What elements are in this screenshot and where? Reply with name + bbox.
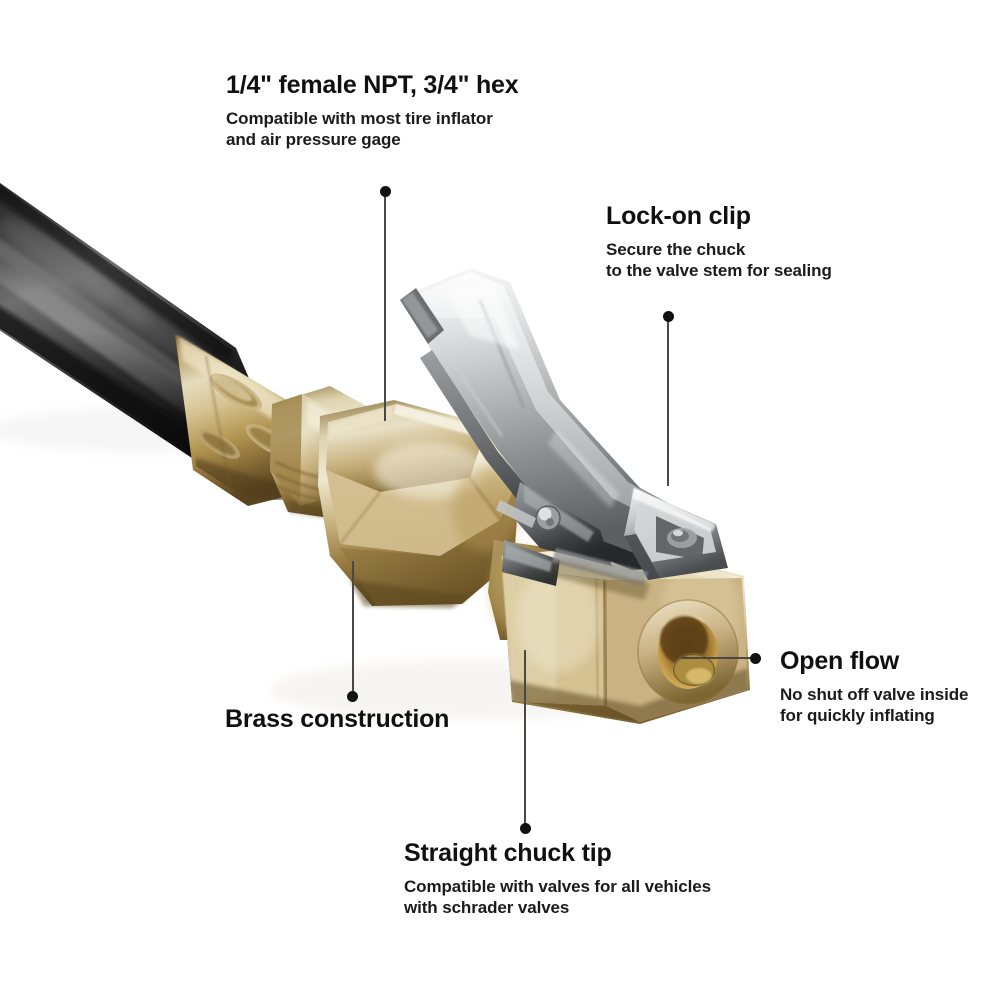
leader-dot-brass-construction [347,691,358,702]
callout-subtitle-npt-fitting: Compatible with most tire inflator and a… [226,108,493,150]
leader-line-npt-fitting [384,191,386,421]
leader-dot-npt-fitting [380,186,391,197]
callout-subtitle-open-flow: No shut off valve inside for quickly inf… [780,684,969,726]
chuck-head-group [502,543,750,724]
callout-open-flow: Open flow No shut off valve inside for q… [780,647,969,727]
leader-line-open-flow [681,657,755,659]
callout-brass-construction: Brass construction [225,705,450,734]
leader-dot-straight-chuck-tip [520,823,531,834]
callout-title-npt-fitting: 1/4" female NPT, 3/4" hex [226,71,519,99]
hex-body-group [318,400,560,640]
callout-title-lock-on-clip: Lock-on clip [606,202,751,230]
callout-npt-fitting: 1/4" female NPT, 3/4" hex Compatible wit… [226,71,519,151]
callout-subtitle-straight-chuck-tip: Compatible with valves for all vehicles … [404,876,711,918]
callout-title-brass-construction: Brass construction [225,705,450,733]
callout-title-open-flow: Open flow [780,647,900,675]
leader-dot-lock-on-clip [663,311,674,322]
clamp-jaw [624,488,728,580]
callout-title-straight-chuck-tip: Straight chuck tip [404,839,612,867]
rivet-pivot [535,505,561,531]
callout-lock-on-clip: Lock-on clip Secure the chuck to the val… [606,202,832,282]
lock-on-clip-group [400,268,728,600]
leader-line-brass-construction [352,561,354,697]
callout-straight-chuck-tip: Straight chuck tip Compatible with valve… [404,839,711,919]
leader-dot-open-flow [750,653,761,664]
leader-line-straight-chuck-tip [524,650,526,828]
callout-subtitle-lock-on-clip: Secure the chuck to the valve stem for s… [606,239,832,281]
leader-line-lock-on-clip [667,316,669,486]
